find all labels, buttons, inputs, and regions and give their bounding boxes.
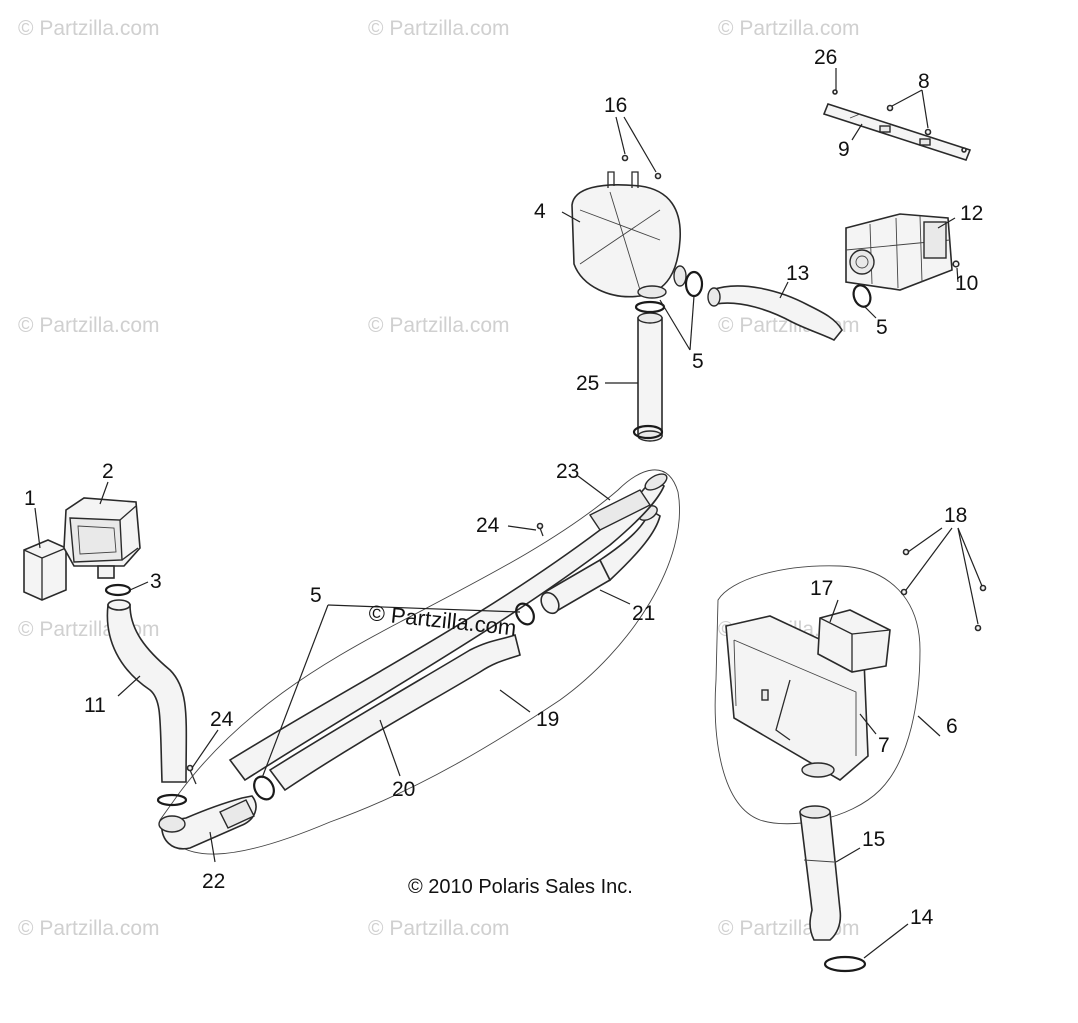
callout-6: 6 (946, 715, 958, 738)
part-25-tube (632, 300, 666, 442)
callout-16: 16 (604, 94, 627, 117)
part-5-clamp (634, 300, 666, 314)
callout-8: 8 (918, 70, 930, 93)
watermark-layer: © Partzilla.com © Partzilla.com © Partzi… (18, 17, 860, 940)
part-3-clamp (104, 583, 132, 597)
part-4-airbox (571, 171, 687, 299)
part-21-duct (540, 505, 661, 615)
watermark: © Partzilla.com (718, 17, 860, 40)
part-18-screw (979, 584, 987, 592)
part-19-duct-assembly-outline (159, 469, 680, 855)
part-5-clamp (684, 270, 704, 298)
callout-26: 26 (814, 46, 837, 69)
callout-24: 24 (476, 514, 500, 537)
part-5-clamp (253, 775, 275, 801)
part-10-bolt (952, 260, 960, 268)
part-12-engine-cvt (845, 213, 953, 291)
part-11-hose-end (107, 599, 131, 611)
callout-19: 19 (536, 708, 559, 731)
callout-5: 5 (310, 584, 322, 607)
part-18-screw (974, 624, 982, 632)
callout-21: 21 (632, 602, 655, 625)
callout-9: 9 (838, 138, 850, 161)
part-24-screw-upper (536, 522, 544, 537)
part-22-elbow (156, 793, 257, 850)
watermark: © Partzilla.com (368, 17, 510, 40)
part-6-assembly-outline (714, 565, 921, 825)
watermark: © Partzilla.com (18, 17, 160, 40)
callout-5: 5 (876, 316, 888, 339)
part-8-nut (924, 128, 932, 136)
part-16-screw (654, 172, 662, 180)
part-25-clamp (632, 424, 664, 440)
part-26-screw (832, 89, 838, 95)
callout-14: 14 (910, 906, 934, 929)
part-9-screw (961, 147, 967, 153)
part-11-hose (106, 604, 188, 783)
callout-15: 15 (862, 828, 885, 851)
callout-5: 5 (692, 350, 704, 373)
watermark: © Partzilla.com (18, 314, 160, 337)
callout-10: 10 (955, 272, 978, 295)
part-15-tube (799, 805, 842, 941)
part-8-nut (886, 104, 894, 112)
part-18-screw (900, 588, 908, 596)
callout-20: 20 (392, 778, 415, 801)
callout-25: 25 (576, 372, 599, 395)
part-5-clamp (515, 602, 535, 626)
part-22-clamp (156, 793, 188, 807)
part-13-hose (711, 285, 843, 342)
callout-11: 11 (84, 694, 106, 717)
callout-24: 24 (210, 708, 234, 731)
callout-7: 7 (878, 734, 890, 757)
part-2-intake-housing (63, 497, 141, 579)
part-9-bracket (822, 103, 972, 161)
callout-labels: 1 2 3 4 5 5 5 6 7 8 9 10 11 12 13 14 15 … (24, 46, 983, 929)
callout-23: 23 (556, 460, 579, 483)
part-18-screw (902, 548, 910, 556)
part-16-screw (621, 154, 629, 162)
part-14-clamp (823, 955, 867, 973)
part-20-duct (268, 633, 521, 792)
callout-18: 18 (944, 504, 967, 527)
callout-17: 17 (810, 577, 833, 600)
callout-4: 4 (534, 200, 546, 223)
callout-12: 12 (960, 202, 983, 225)
watermark: © Partzilla.com (368, 917, 510, 940)
leader-lines (34, 68, 983, 959)
callout-13: 13 (786, 262, 809, 285)
part-13-hose-end (707, 287, 721, 307)
copyright-notice: © 2010 Polaris Sales Inc. (408, 876, 633, 898)
watermark: © Partzilla.com (18, 917, 160, 940)
callout-1: 1 (24, 487, 36, 510)
part-1-filter-block (23, 539, 67, 601)
part-17-foam (817, 609, 891, 673)
callout-22: 22 (202, 870, 225, 893)
callout-2: 2 (102, 460, 114, 483)
watermark: © Partzilla.com (368, 314, 510, 337)
callout-3: 3 (150, 570, 162, 593)
part-5-clamp (852, 284, 872, 308)
part-23-duct-upper (228, 473, 668, 782)
